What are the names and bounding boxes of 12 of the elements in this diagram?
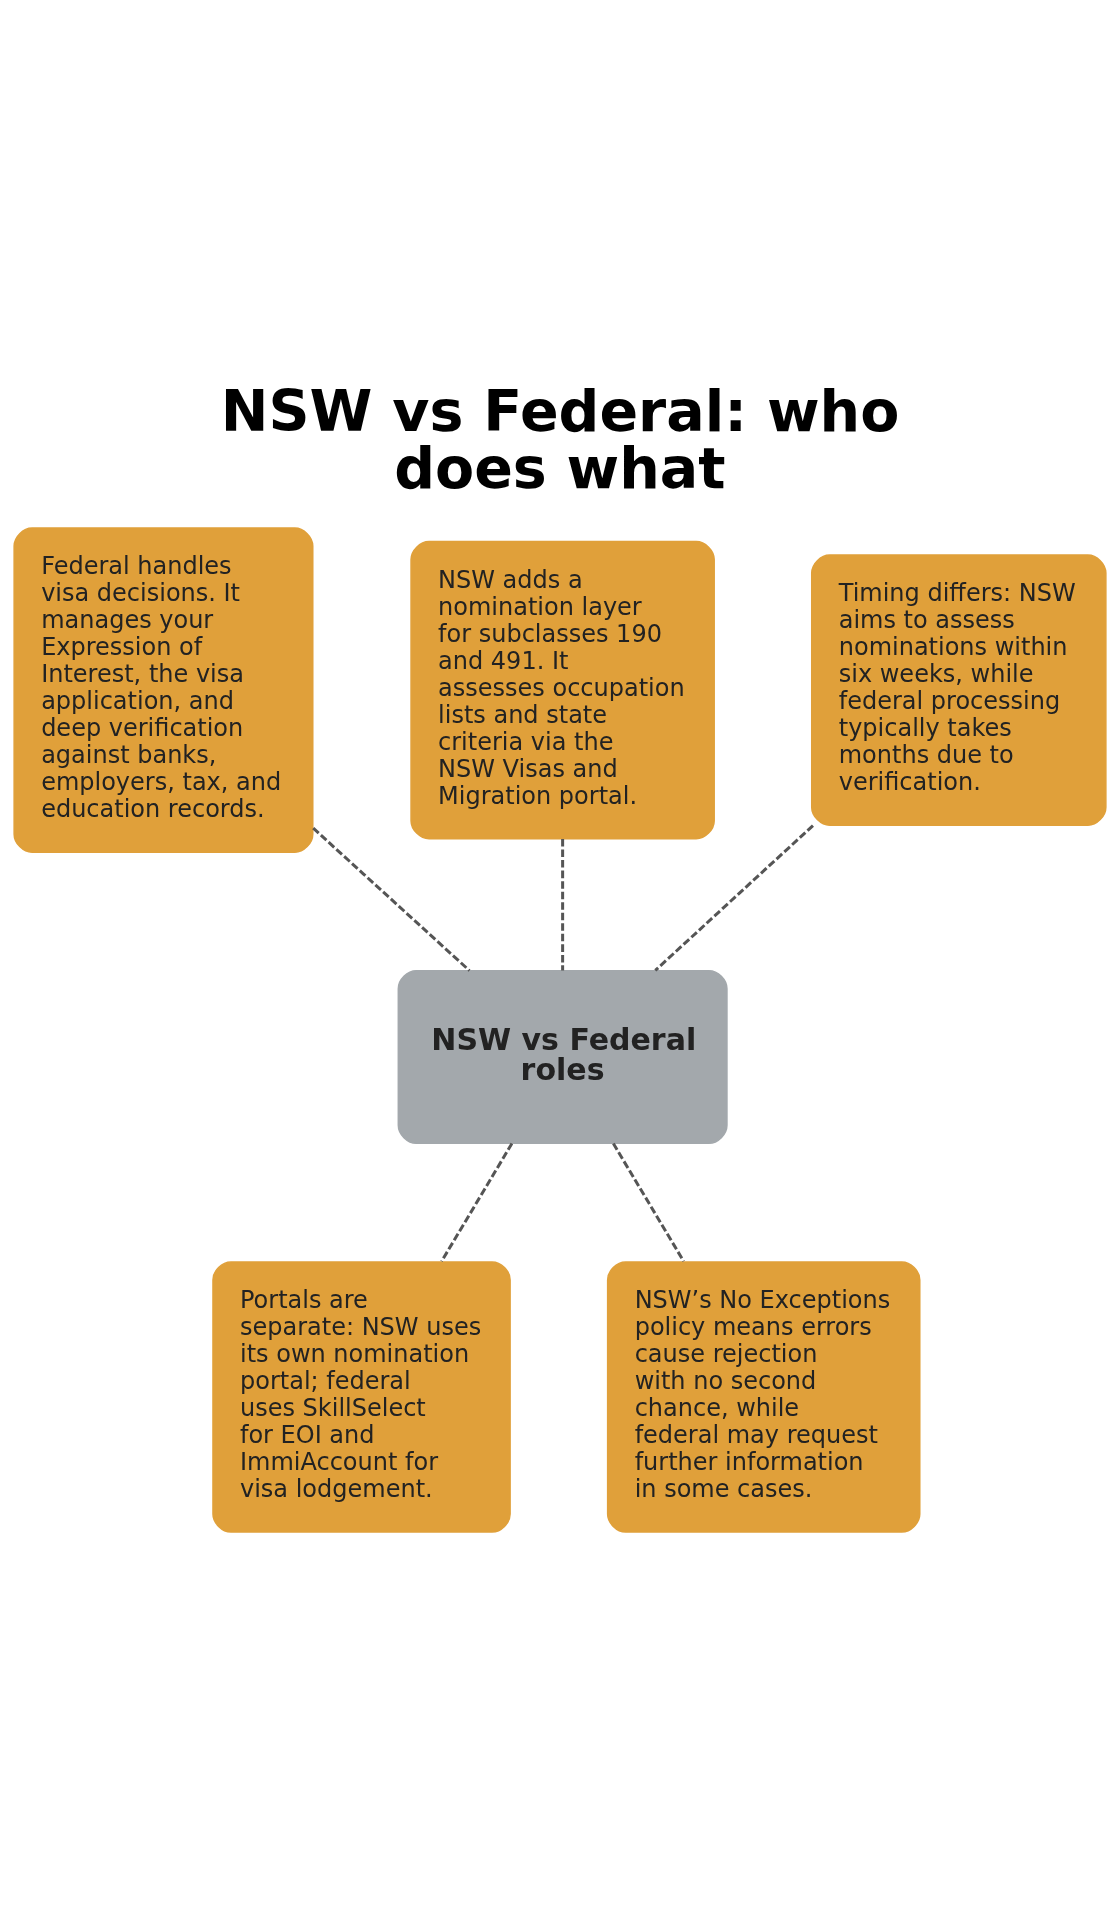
node-box: Timing differs: NSW aims to assess nominations within six weeks, while federal processing typically takes months due to verification.	[811, 553, 1107, 826]
node-box: NSW adds a nomination layer for subclasses 190 and 491. It assesses occupation lists and state criteria via the NSW Visas and Migration portal.	[410, 540, 715, 839]
connector	[440, 1142, 514, 1262]
node-box: Federal handles visa decisions. It manages your Expression of Interest, the visa application, and deep verification against banks, employers, tax, and education records.	[13, 526, 314, 853]
node-box: Portals are separate: NSW uses its own nomination portal; federal uses SkillSelect for EOI and ImmiAccount for visa lodgement.	[212, 1260, 511, 1533]
node-box: NSW vs Federal roles	[397, 969, 728, 1144]
connector	[312, 826, 471, 972]
node-box: NSW’s No Exceptions policy means errors cause rejection with no second chance, while federal may request further information in some cases.	[606, 1260, 921, 1533]
connector	[561, 838, 565, 971]
connector	[612, 1142, 685, 1262]
connector	[654, 823, 814, 972]
diagram-title: NSW vs Federal: who does what	[220, 377, 900, 501]
